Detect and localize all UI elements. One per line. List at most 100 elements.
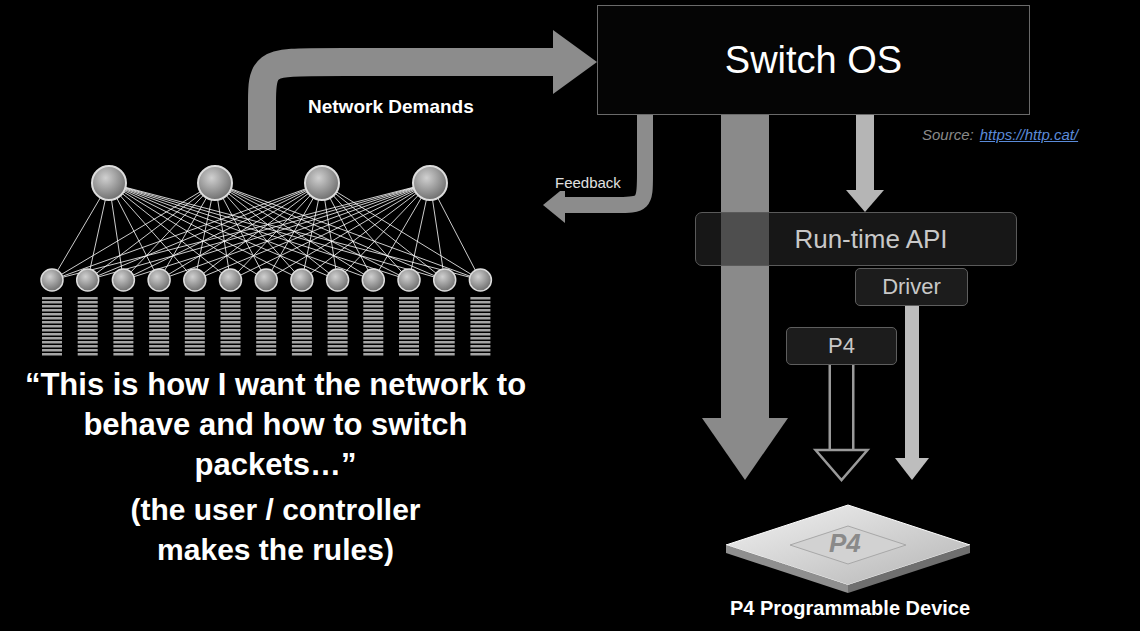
data-stripe xyxy=(292,353,312,356)
chip-illustration xyxy=(726,505,970,593)
data-stripe xyxy=(363,333,383,336)
data-stripe xyxy=(328,349,348,352)
data-stripe xyxy=(185,309,205,312)
input-neuron xyxy=(291,269,313,291)
data-stripe xyxy=(328,333,348,336)
connector-arrow xyxy=(702,115,788,480)
data-stripe xyxy=(399,353,419,356)
data-column xyxy=(363,297,383,356)
data-stripe xyxy=(470,301,490,304)
data-stripe xyxy=(149,353,169,356)
edge-label: Feedback xyxy=(552,174,624,191)
data-stripe xyxy=(256,345,276,348)
data-stripe xyxy=(292,329,312,332)
data-stripe xyxy=(256,353,276,356)
input-neuron xyxy=(77,269,99,291)
data-stripe xyxy=(435,321,455,324)
data-stripe xyxy=(149,305,169,308)
data-stripe xyxy=(292,333,312,336)
data-stripe xyxy=(256,317,276,320)
data-stripe xyxy=(435,341,455,344)
data-stripe xyxy=(185,341,205,344)
data-stripe xyxy=(78,329,98,332)
arrow-shaft xyxy=(905,306,919,459)
data-stripe xyxy=(185,317,205,320)
data-stripe xyxy=(42,313,62,316)
arrow-head xyxy=(895,458,929,480)
data-stripe xyxy=(363,321,383,324)
data-stripe xyxy=(363,309,383,312)
data-column xyxy=(113,297,133,356)
network-link xyxy=(266,183,430,280)
data-stripe xyxy=(149,309,169,312)
data-stripe xyxy=(292,345,312,348)
data-stripe xyxy=(399,337,419,340)
data-stripe xyxy=(470,313,490,316)
data-stripe xyxy=(435,325,455,328)
arrow-head xyxy=(816,450,868,480)
arrow-shaft xyxy=(262,62,555,150)
data-stripe xyxy=(470,297,490,300)
data-stripe xyxy=(256,297,276,300)
data-stripe xyxy=(328,313,348,316)
data-stripe xyxy=(221,305,241,308)
data-stripe xyxy=(256,329,276,332)
data-stripe xyxy=(42,353,62,356)
network-link xyxy=(52,183,215,280)
data-stripe xyxy=(399,341,419,344)
data-column xyxy=(149,297,169,356)
connector-arrow xyxy=(262,30,597,150)
chip-die xyxy=(790,526,906,564)
data-stripe xyxy=(399,333,419,336)
data-column xyxy=(78,297,98,356)
data-stripe xyxy=(292,317,312,320)
data-stripe xyxy=(113,329,133,332)
data-stripe xyxy=(399,297,419,300)
data-stripe xyxy=(363,325,383,328)
data-stripe xyxy=(149,337,169,340)
input-neuron xyxy=(398,269,420,291)
controller-group: “This is how I want the network to behav… xyxy=(8,150,543,615)
data-stripe xyxy=(328,329,348,332)
data-stripe xyxy=(78,321,98,324)
data-stripe xyxy=(363,313,383,316)
data-stripe xyxy=(221,325,241,328)
data-stripe xyxy=(42,309,62,312)
data-stripe xyxy=(363,353,383,356)
input-neuron xyxy=(434,269,456,291)
data-stripe xyxy=(42,305,62,308)
data-stripe xyxy=(328,353,348,356)
data-stripe xyxy=(42,345,62,348)
data-stripe xyxy=(328,305,348,308)
data-stripe xyxy=(113,301,133,304)
data-stripe xyxy=(221,297,241,300)
data-stripe xyxy=(435,333,455,336)
data-stripe xyxy=(149,313,169,316)
data-stripe xyxy=(42,349,62,352)
data-stripe xyxy=(185,349,205,352)
node-text: Driver xyxy=(882,274,941,300)
data-stripe xyxy=(328,341,348,344)
data-stripe xyxy=(363,345,383,348)
arrow-head xyxy=(702,418,788,480)
data-stripe xyxy=(470,317,490,320)
data-stripe xyxy=(78,309,98,312)
arrow-shaft xyxy=(829,365,855,452)
data-stripe xyxy=(113,305,133,308)
network-link xyxy=(338,183,430,280)
data-stripe xyxy=(292,297,312,300)
data-stripe xyxy=(78,341,98,344)
data-stripe xyxy=(292,321,312,324)
arrow-shaft xyxy=(856,115,874,191)
data-stripe xyxy=(470,321,490,324)
input-neuron xyxy=(362,269,384,291)
data-stripe xyxy=(256,325,276,328)
data-stripe xyxy=(470,337,490,340)
data-stripe xyxy=(256,337,276,340)
input-neuron xyxy=(41,269,63,291)
input-neuron xyxy=(112,269,134,291)
data-stripe xyxy=(78,301,98,304)
data-stripe xyxy=(399,313,419,316)
source-link: https://http.cat/ xyxy=(980,126,1078,143)
data-stripe xyxy=(435,309,455,312)
